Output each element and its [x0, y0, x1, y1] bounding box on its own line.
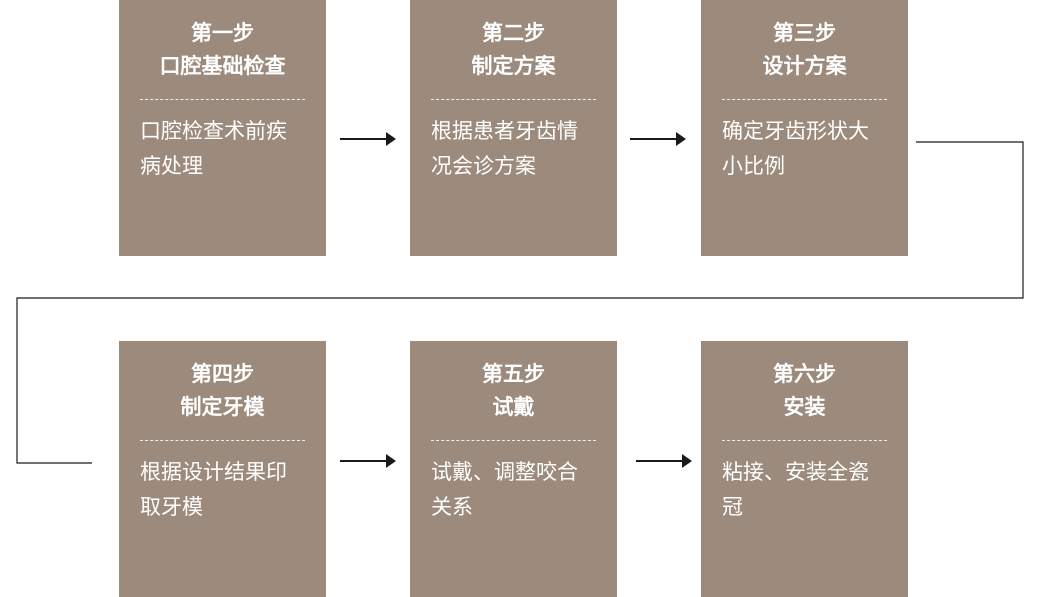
- dashed-divider: [431, 99, 596, 100]
- step-heading: 第一步 口腔基础检查: [119, 0, 326, 83]
- dashed-divider: [722, 440, 887, 441]
- arrow-right-icon: [630, 132, 686, 146]
- step-heading: 第四步 制定牙模: [119, 341, 326, 424]
- step-description: 试戴、调整咬合关系: [431, 460, 578, 519]
- step-description: 粘接、安装全瓷冠: [722, 460, 869, 519]
- step-card-2: 第二步 制定方案 根据患者牙齿情况会诊方案: [410, 0, 617, 256]
- step-number: 第三步: [773, 21, 836, 45]
- step-heading: 第五步 试戴: [410, 341, 617, 424]
- step-description: 根据设计结果印取牙模: [140, 460, 287, 519]
- dashed-divider: [431, 440, 596, 441]
- step-number: 第四步: [191, 362, 254, 386]
- step-title: 口腔基础检查: [159, 54, 286, 78]
- step-description: 根据患者牙齿情况会诊方案: [431, 119, 578, 178]
- dashed-divider: [722, 99, 887, 100]
- step-description: 口腔检查术前疾病处理: [140, 119, 287, 178]
- step-heading: 第三步 设计方案: [701, 0, 908, 83]
- step-number: 第二步: [482, 21, 545, 45]
- step-number: 第六步: [773, 362, 836, 386]
- step-title: 设计方案: [762, 54, 847, 78]
- step-number: 第一步: [191, 21, 254, 45]
- step-number: 第五步: [482, 362, 545, 386]
- dashed-divider: [140, 99, 305, 100]
- dashed-divider: [140, 440, 305, 441]
- step-title: 安装: [783, 395, 826, 419]
- step-description: 确定牙齿形状大小比例: [722, 119, 869, 178]
- step-title: 制定牙模: [180, 395, 265, 419]
- step-title: 试戴: [492, 395, 535, 419]
- step-heading: 第六步 安装: [701, 341, 908, 424]
- step-card-3: 第三步 设计方案 确定牙齿形状大小比例: [701, 0, 908, 256]
- arrow-right-icon: [340, 132, 396, 146]
- arrow-right-icon: [340, 454, 396, 468]
- step-card-6: 第六步 安装 粘接、安装全瓷冠: [701, 341, 908, 597]
- step-card-4: 第四步 制定牙模 根据设计结果印取牙模: [119, 341, 326, 597]
- step-heading: 第二步 制定方案: [410, 0, 617, 83]
- step-title: 制定方案: [471, 54, 556, 78]
- step-card-1: 第一步 口腔基础检查 口腔检查术前疾病处理: [119, 0, 326, 256]
- step-card-5: 第五步 试戴 试戴、调整咬合关系: [410, 341, 617, 597]
- arrow-right-icon: [636, 454, 692, 468]
